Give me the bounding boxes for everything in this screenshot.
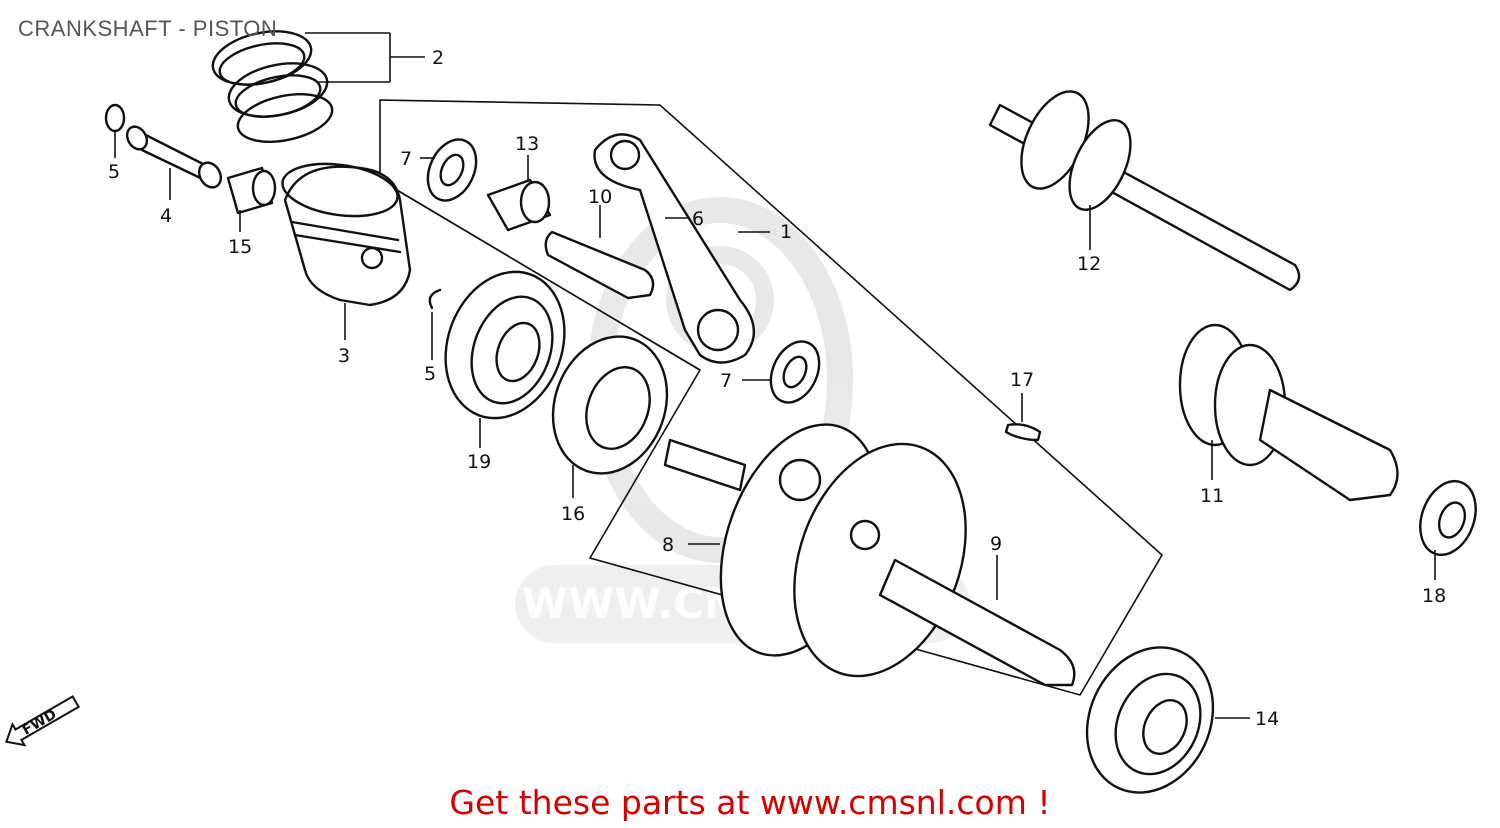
diagram-title: CRANKSHAFT - PISTON [18,16,278,41]
forward-direction-indicator: FWD [5,695,81,747]
crankshaft-bearing-right [1085,646,1215,794]
callout-2: 2 [432,47,444,69]
connecting-rod [593,133,756,364]
callout-15: 15 [228,236,252,258]
callout-5a: 5 [108,161,120,183]
fwd-arrow-icon [5,695,81,747]
crank-washer-top [426,138,478,202]
small-bearing [1419,480,1477,556]
crank-pin [544,230,655,300]
callout-1: 1 [780,221,792,243]
callout-10: 10 [588,186,612,208]
callout-18: 18 [1422,585,1446,607]
drive-gear [1178,323,1399,502]
callout-3: 3 [338,345,350,367]
woodruff-key [1004,423,1042,442]
leader-lines [114,32,1436,719]
callout-14: 14 [1255,708,1279,730]
crankshaft-bearing-left [444,270,566,420]
callout-4: 4 [160,205,172,227]
callout-19: 19 [467,451,491,473]
crank-washer-bottom [769,340,821,404]
callout-6: 6 [692,208,704,230]
fwd-label: FWD [20,706,60,738]
callout-11: 11 [1200,485,1224,507]
cta-link[interactable]: Get these parts at www.cmsnl.com ! [449,783,1051,822]
callout-7a: 7 [400,148,412,170]
counter-shaft [988,90,1301,292]
crankshaft-right-half [793,442,1076,687]
piston-rings [211,30,334,143]
piston-pin [125,125,223,189]
cta-banner: Get these parts at www.cmsnl.com ! [0,783,1500,822]
piston-pin-clip-right [428,288,442,310]
callout-17: 17 [1010,369,1034,391]
callout-12: 12 [1077,253,1101,275]
crankshaft-assembly-divider [379,179,701,371]
oil-seal [551,335,669,475]
callout-8: 8 [662,534,674,556]
callout-5b: 5 [424,363,436,385]
callout-13: 13 [515,133,539,155]
big-end-bearing [486,178,552,232]
callout-7b: 7 [720,370,732,392]
callout-16: 16 [561,503,585,525]
piston-pin-clip-left [104,103,126,133]
callout-9: 9 [990,533,1002,555]
piston [281,162,412,307]
small-end-bearing [226,166,277,215]
